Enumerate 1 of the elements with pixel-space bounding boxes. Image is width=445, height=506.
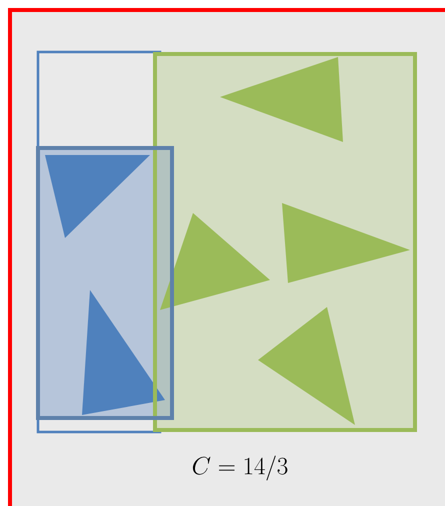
formula: $C = 14/3$ xyxy=(192,456,288,480)
